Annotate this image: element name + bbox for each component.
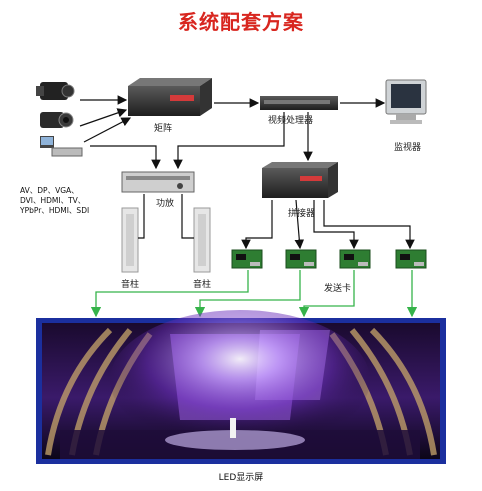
amplifier-label: 功放	[156, 199, 175, 209]
dvd-player-icon	[40, 136, 83, 157]
amplifier-device	[121, 171, 195, 193]
output-arrows	[90, 270, 418, 318]
splicer-device	[262, 162, 338, 198]
speaker-right-label: 音柱	[193, 280, 212, 290]
input-formats: AV、DP、VGA、 DVI、HDMI、TV、 YPbPr、HDMI、SDI	[20, 186, 89, 216]
speaker-right	[193, 207, 211, 273]
speaker-left-label: 音柱	[121, 280, 140, 290]
sender-card-label: 发送卡	[324, 284, 352, 294]
speaker-left	[121, 207, 139, 273]
input-formats-line-1: AV、DP、VGA、	[20, 186, 79, 195]
sender-card-1	[231, 249, 263, 269]
crt-monitor-icon	[385, 79, 427, 124]
input-formats-line-2: DVI、HDMI、TV、	[20, 196, 86, 205]
matrix-label: 矩阵	[154, 124, 173, 134]
video-processor-label: 视频处理器	[268, 116, 314, 126]
camcorder-icon	[40, 112, 74, 128]
signal-arrows	[79, 95, 415, 250]
led-screen-image	[36, 310, 446, 464]
page-title: 系统配套方案	[178, 10, 304, 34]
sender-card-4	[395, 249, 427, 269]
matrix-device	[128, 78, 212, 116]
sender-card-2	[285, 249, 317, 269]
led-screen-label: LED显示屏	[218, 473, 264, 483]
sender-card-3	[339, 249, 371, 269]
splicer-label: 拼接器	[288, 209, 316, 219]
video-processor-device	[260, 96, 338, 110]
input-formats-line-3: YPbPr、HDMI、SDI	[20, 206, 90, 215]
monitor-label: 监视器	[394, 143, 422, 153]
video-camera-icon	[36, 82, 75, 100]
